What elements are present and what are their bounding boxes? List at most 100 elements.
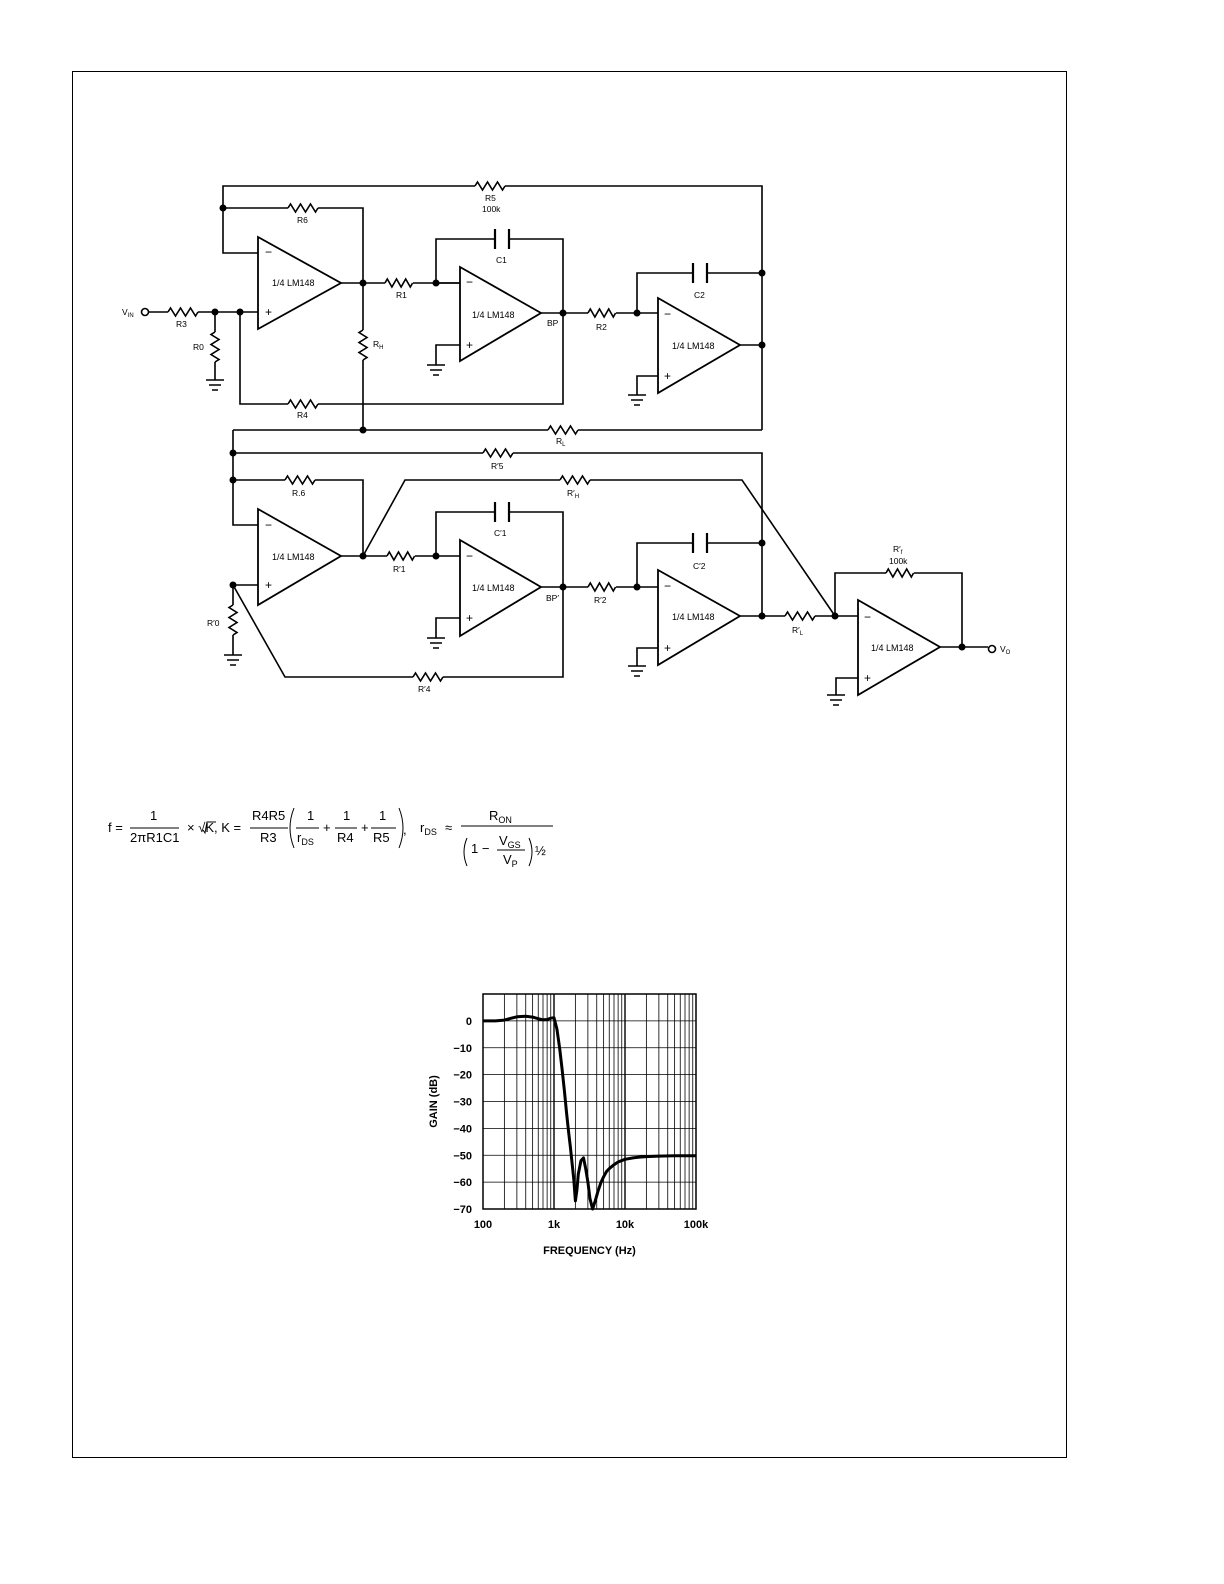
- opamp-1p-plus: +: [265, 578, 272, 592]
- y-tick-label: −20: [453, 1070, 472, 1082]
- formula-num1: 1: [150, 808, 157, 823]
- opamp-3-minus: −: [664, 307, 671, 321]
- opamp-3-label: 1/4 LM148: [672, 341, 715, 351]
- x-tick-label: 100k: [684, 1219, 709, 1231]
- vin-label: VIN: [122, 307, 134, 319]
- opamp-1-label: 1/4 LM148: [272, 278, 315, 288]
- formula-vgs: VGS: [499, 833, 521, 850]
- opamp-2-label: 1/4 LM148: [472, 310, 515, 320]
- r2-label: R2: [596, 322, 607, 332]
- formula-rds: rDS: [420, 820, 437, 837]
- opamp-2p-plus: +: [466, 611, 473, 625]
- ground-oa2: [427, 364, 445, 376]
- opamp-4-label: 1/4 LM148: [871, 643, 914, 653]
- opamp-2p-label: 1/4 LM148: [472, 583, 515, 593]
- opamp-3p: [657, 568, 742, 667]
- r5-label: R5: [485, 193, 496, 203]
- opamp-3p-minus: −: [664, 579, 671, 593]
- opamp-1: [257, 235, 343, 331]
- formula-r4: R4: [337, 830, 354, 845]
- junctions: [211, 204, 966, 651]
- r2p-label: R′2: [594, 595, 607, 605]
- r4-label: R4: [297, 410, 308, 420]
- opamp-3p-label: 1/4 LM148: [672, 612, 715, 622]
- resistor-rhp: [559, 474, 591, 486]
- opamps: [257, 235, 942, 697]
- r6p-label: R.6: [292, 488, 306, 498]
- plot-frame: [482, 993, 697, 1210]
- r1p-label: R′1: [393, 564, 406, 574]
- schematic-labels: 1/4 LM148 1/4 LM148 1/4 LM148 1/4 LM148 …: [122, 193, 1011, 694]
- opamp-1p-minus: −: [265, 518, 272, 532]
- r5p-label: R′5: [491, 461, 504, 471]
- formula-one-b: 1: [343, 808, 350, 823]
- vo-terminal: [987, 644, 997, 654]
- opamp-2p: [459, 538, 543, 638]
- formula-den2: R3: [260, 830, 277, 845]
- formula-vp: VP: [503, 852, 518, 869]
- formula-one-d: 1 −: [471, 841, 489, 856]
- resistor-r0: [209, 331, 221, 363]
- ground-r0: [206, 379, 224, 391]
- formula-den1: 2πR1C1: [130, 830, 179, 845]
- rhp-label: R′H: [567, 488, 579, 500]
- chart-y-ticks: 0−10−20−30−40−50−60−70: [453, 1016, 472, 1216]
- opamp-4-minus: −: [864, 610, 871, 624]
- y-tick-label: −30: [453, 1097, 472, 1109]
- c1p-label: C′1: [494, 528, 507, 538]
- formula-rds-a: rDS: [297, 830, 314, 847]
- bp-label: BP: [547, 318, 559, 328]
- design-formula: f = 1 2πR1C1 × √K, K = R4R5 R3 1 rDS + 1…: [108, 807, 553, 869]
- grounds: [206, 364, 845, 706]
- resistor-rlp: [784, 610, 816, 622]
- opamp-4: [857, 598, 942, 697]
- y-axis-label: GAIN (dB): [428, 1075, 440, 1128]
- opamp-3p-plus: +: [664, 641, 671, 655]
- resistor-r6: [287, 202, 319, 214]
- lower-wires: [232, 430, 988, 695]
- ground-oa3p: [628, 665, 646, 677]
- opamp-2-minus: −: [466, 275, 473, 289]
- resistor-r1: [384, 277, 414, 289]
- r4p-label: R′4: [418, 684, 431, 694]
- opamp-1-minus: −: [265, 245, 272, 259]
- resistor-r0p: [227, 604, 239, 636]
- resistor-r5p: [482, 447, 514, 459]
- opamp-1-plus: +: [265, 305, 272, 319]
- rfp-value: 100k: [889, 556, 908, 566]
- resistor-rh: [357, 329, 369, 361]
- y-tick-label: −40: [453, 1123, 472, 1135]
- formula-r5: R5: [373, 830, 390, 845]
- formula-ron: RON: [489, 808, 512, 825]
- chart-grid: [483, 994, 696, 1210]
- rh-label: RH: [373, 339, 383, 351]
- formula-half: ½: [535, 843, 546, 858]
- formula-one-c: 1: [379, 808, 386, 823]
- ground-oa2p: [427, 637, 445, 649]
- resistor-r3: [167, 306, 199, 318]
- formula-approx: ≈: [445, 820, 452, 835]
- c1-label: C1: [496, 255, 507, 265]
- resistor-rl: [547, 424, 579, 436]
- resistor-rfp: [885, 567, 915, 579]
- capacitors: [493, 229, 709, 553]
- opamp-4-plus: +: [864, 671, 871, 685]
- r1-label: R1: [396, 290, 407, 300]
- gain-curve: [483, 1014, 696, 1211]
- formula-comma: ,: [403, 822, 407, 837]
- capacitor-c2p: [691, 533, 709, 553]
- rl-label: RL: [556, 436, 566, 448]
- rfp-label: R′f: [893, 544, 903, 556]
- resistors: [167, 180, 915, 683]
- vin-terminal: [140, 307, 150, 317]
- resistor-r4: [287, 398, 319, 410]
- r0p-label: R′0: [207, 618, 220, 628]
- resistor-r2: [587, 307, 617, 319]
- x-tick-label: 100: [474, 1219, 492, 1231]
- opamp-2: [459, 265, 543, 363]
- capacitor-c1: [493, 229, 511, 249]
- opamp-2-plus: +: [466, 338, 473, 352]
- opamp-3: [657, 296, 742, 395]
